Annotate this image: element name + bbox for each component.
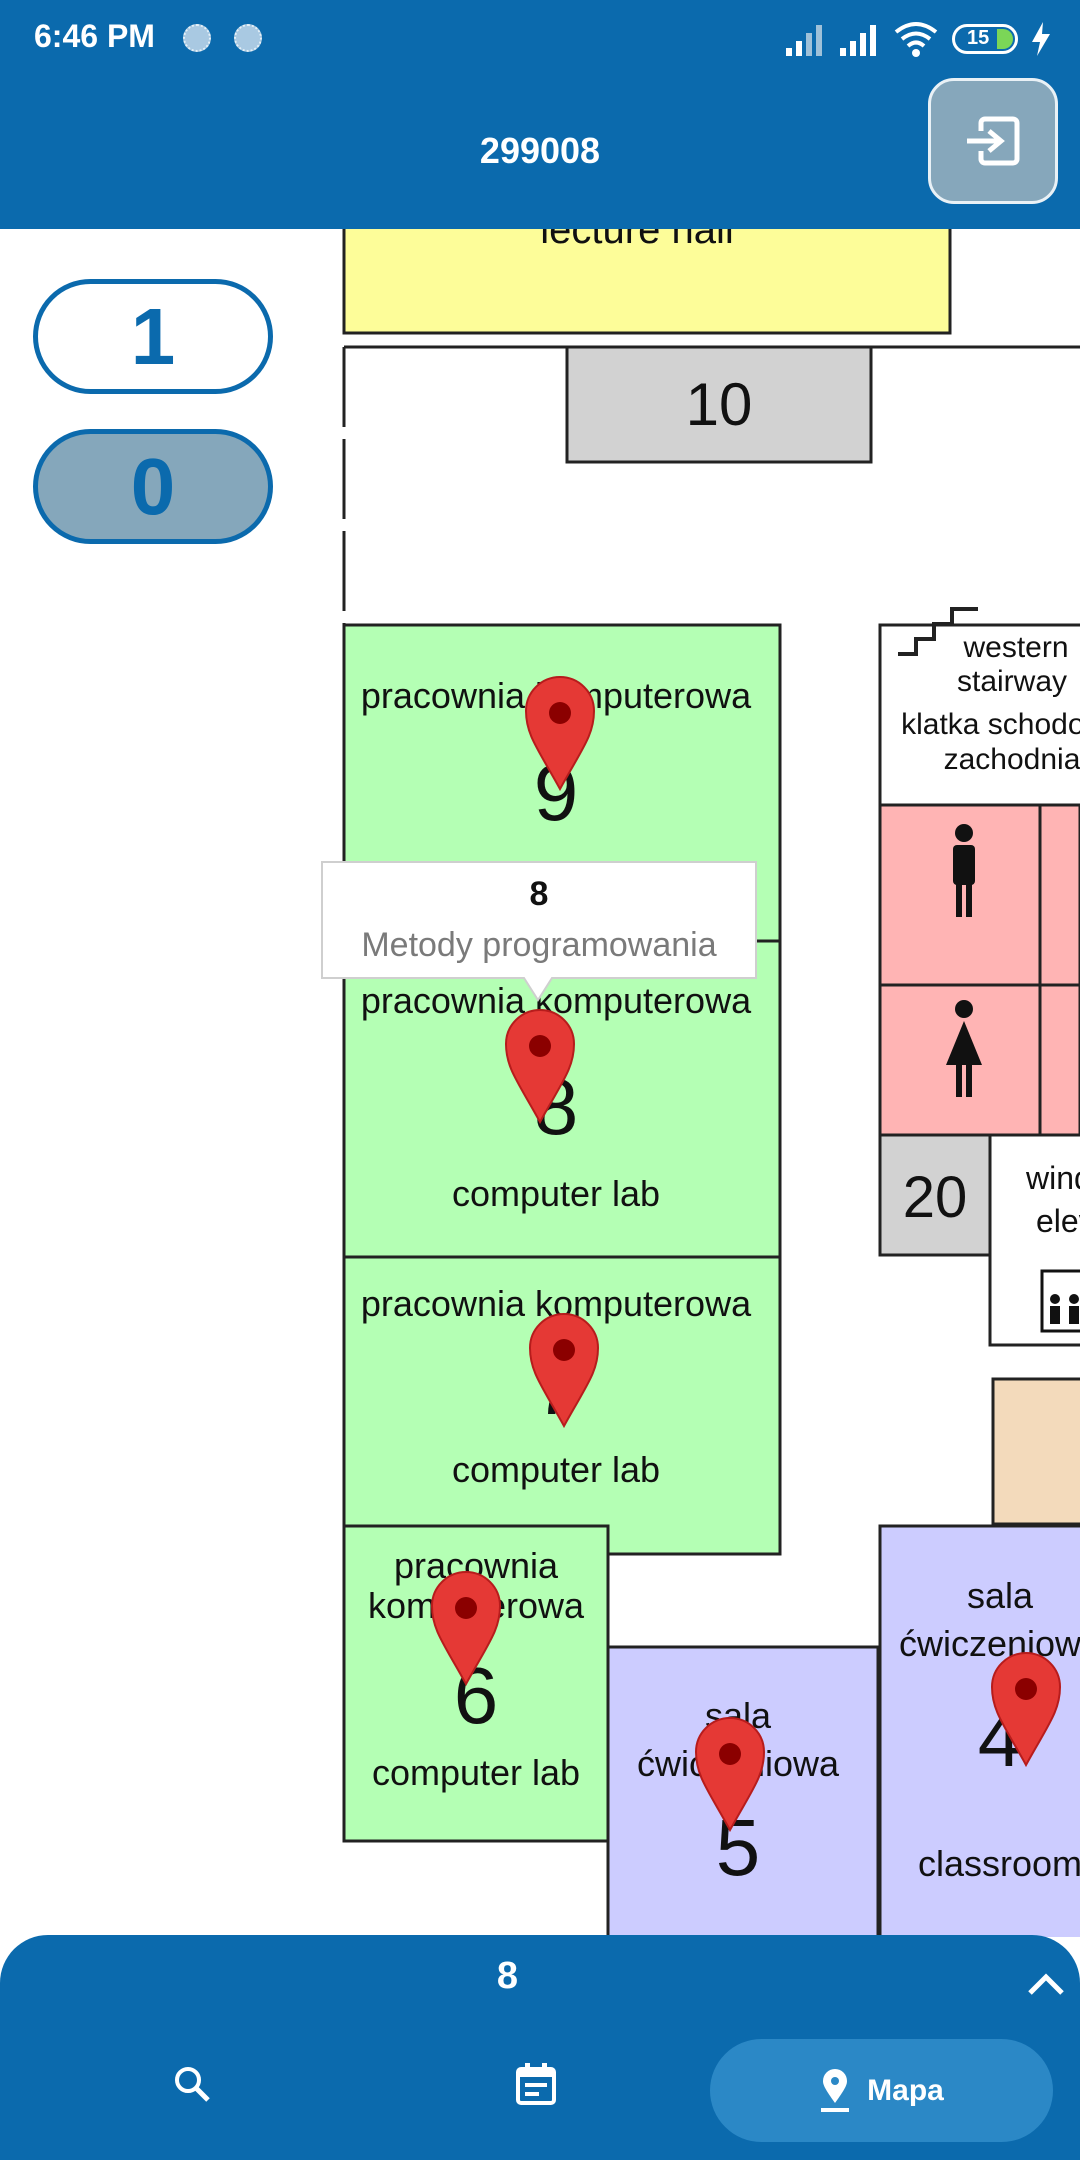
- marker-room-9[interactable]: [524, 676, 596, 792]
- male-icon: [953, 824, 975, 917]
- room-10-number: 10: [686, 371, 753, 438]
- room-8-en: computer lab: [452, 1173, 660, 1214]
- room-lecture-hall: [342, 229, 952, 335]
- room-4-label-2: ćwiczeniowa: [899, 1623, 1080, 1664]
- stairs-icon: [898, 607, 978, 656]
- elevator-people-icon: [1050, 1294, 1079, 1324]
- elevator-label-2: elevator: [1036, 1203, 1080, 1239]
- battery-icon: 15: [952, 24, 1018, 54]
- marker-room-5[interactable]: [694, 1717, 766, 1833]
- stairway-label-en-2: stairway: [957, 665, 1067, 698]
- marker-room-6[interactable]: [430, 1571, 502, 1687]
- room-20-number: 20: [903, 1165, 968, 1230]
- elevator: [988, 1133, 1080, 1347]
- info-window[interactable]: 8 Metody programowania: [321, 861, 757, 1002]
- map-pin-icon: [821, 2068, 850, 2112]
- room-lecture-hall-label: lecture hall: [540, 229, 733, 252]
- floor-map[interactable]: lecture hall 10 pracownia komputerowa 9 …: [0, 229, 1080, 1937]
- stairway-label-en: western: [962, 631, 1068, 664]
- charging-icon: [1032, 22, 1050, 56]
- calendar-icon[interactable]: [515, 2062, 557, 2106]
- status-time: 6:46 PM: [34, 18, 155, 54]
- search-icon[interactable]: [172, 2064, 212, 2104]
- exit-to-app-icon: [967, 116, 1020, 166]
- info-window-subtitle: Metody programowania: [361, 926, 716, 964]
- chevron-up-icon[interactable]: [1026, 1969, 1066, 1997]
- room-6-en: computer lab: [372, 1752, 580, 1793]
- floor-plan[interactable]: lecture hall 10 pracownia komputerowa 9 …: [0, 229, 1080, 1937]
- page-title: 299008: [479, 130, 601, 171]
- map-tab[interactable]: Mapa: [710, 2039, 1053, 2142]
- marker-room-8[interactable]: [504, 1009, 576, 1125]
- notification-icon: [183, 24, 211, 52]
- exit-button[interactable]: [928, 78, 1058, 204]
- female-icon: [946, 1000, 982, 1097]
- marker-room-4[interactable]: [990, 1652, 1062, 1768]
- battery-level: 15: [967, 27, 990, 49]
- room-10: [565, 345, 873, 464]
- restroom-men: [878, 803, 1080, 987]
- bottom-sheet-title: 8: [496, 1955, 519, 1997]
- room-tan: [991, 1377, 1080, 1526]
- room-8: [342, 939, 782, 1259]
- marker-room-7[interactable]: [528, 1313, 600, 1429]
- room-4: [878, 1524, 1080, 1937]
- room-4-en: classroom: [918, 1843, 1080, 1884]
- wifi-icon: [894, 22, 938, 57]
- signal-icon: [840, 25, 876, 56]
- info-window-title: 8: [530, 875, 549, 913]
- room-4-label: sala: [967, 1575, 1034, 1616]
- floor-0-label: 0: [130, 441, 176, 531]
- signal-icon: [786, 25, 822, 56]
- elevator-icon: [1040, 1269, 1080, 1333]
- bottom-sheet[interactable]: 8 Mapa: [0, 1935, 1080, 2160]
- floor-1-button[interactable]: 1: [33, 279, 273, 394]
- map-tab-label: Mapa: [867, 2073, 944, 2107]
- room-7-en: computer lab: [452, 1449, 660, 1490]
- floor-0-button[interactable]: 0: [33, 429, 273, 544]
- app-bar: 299008: [0, 76, 1080, 229]
- stairway-label-pl-2: zachodnia: [944, 743, 1080, 776]
- stairway-label-pl: klatka schodowa: [901, 708, 1080, 741]
- elevator-label: winda: [1025, 1160, 1080, 1196]
- status-bar: 6:46 PM 15: [0, 0, 1080, 76]
- notification-icon: [234, 24, 262, 52]
- floor-1-label: 1: [130, 291, 176, 381]
